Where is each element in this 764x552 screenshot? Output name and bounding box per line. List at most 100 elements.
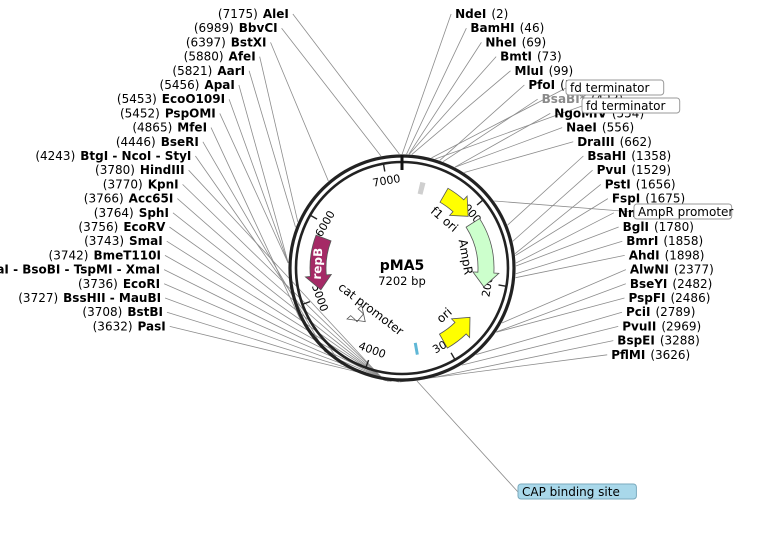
svg-text:BmrI(1858): BmrI (1858) [626, 234, 703, 248]
leader-line [202, 141, 326, 353]
site-position: (662) [620, 135, 652, 149]
svg-text:(3764)SphI: (3764) SphI [94, 206, 169, 220]
site-pvui: PvuI(1529) [597, 163, 672, 177]
leader-line [219, 113, 289, 264]
site-position: (1858) [663, 234, 703, 248]
leader-line [515, 198, 609, 256]
leader-line [515, 212, 615, 264]
site-position: (3632) [93, 319, 133, 333]
site-position: (2486) [670, 291, 710, 305]
enzyme-name: EcoRV [123, 220, 166, 234]
site-mlui: MluI(99) [515, 64, 574, 78]
site-position: (1358) [631, 149, 671, 163]
enzyme-name: PasI [138, 319, 166, 333]
feature-box-fd-terminator: fd terminator [581, 97, 681, 114]
svg-text:NaeI(556): NaeI(556) [566, 121, 634, 135]
enzyme-name: BbvCI [239, 21, 278, 35]
enzyme-name: BglI [623, 220, 649, 234]
enzyme-name: BmrI [626, 234, 658, 248]
svg-text:(3741)AvaI - BsoBI - TspMI - X: (3741)AvaI - BsoBI - TspMI - XmaI [0, 263, 160, 277]
site-position: (3736) [78, 277, 118, 291]
leader-line [431, 87, 567, 159]
enzyme-name: DraIII [577, 135, 614, 149]
svg-text:PspFI(2486): PspFI (2486) [629, 291, 711, 305]
site-bsahi: BsaHI(1358) [587, 149, 671, 163]
leader-line [476, 311, 623, 355]
enzyme-name: BstXI [231, 35, 267, 49]
enzyme-name: BseYI [630, 277, 668, 291]
site-sphi: (3764) SphI [94, 206, 169, 220]
svg-text:MluI(99): MluI(99) [515, 64, 574, 78]
leader-line [406, 28, 467, 155]
site-position: (3770) [103, 177, 143, 191]
tick-3000 [450, 352, 456, 361]
site-position: (6397) [186, 35, 226, 49]
site-bseyi: BseYI (2482) [630, 277, 713, 291]
ori-arrow [438, 316, 471, 349]
enzyme-name: PspFI [629, 291, 666, 305]
svg-text:(3727)BssHII - MauBI: (3727) BssHII - MauBI [18, 291, 161, 305]
site-acc65i: (3766)Acc65I [84, 192, 174, 206]
leader-line [248, 70, 296, 228]
svg-text:(5452)PspOMI: (5452)PspOMI [120, 106, 216, 120]
enzyme-name: BssHII - MauBI [63, 291, 161, 305]
site-position: (4446) [116, 135, 156, 149]
small-feature-marker [413, 342, 419, 355]
site-position: (3780) [95, 163, 135, 177]
small-feature-marker [419, 182, 426, 195]
leader-line [496, 297, 625, 333]
enzyme-name: BmeT110I [93, 248, 161, 262]
plasmid-backbone [288, 154, 516, 382]
site-bmti: BmtI(73) [500, 50, 561, 64]
leader-line [515, 226, 619, 267]
enzyme-name: MluI [515, 64, 544, 78]
small-feature-marker [417, 181, 424, 195]
svg-text:(4446)BseRI: (4446)BseRI [116, 135, 199, 149]
tick-7000 [382, 163, 386, 172]
leader-line [501, 269, 627, 324]
site-position: (2377) [674, 263, 714, 277]
site-ndei: NdeI(2) [455, 7, 508, 21]
repb-label: repB [310, 247, 326, 279]
site-position: (1675) [645, 192, 685, 206]
svg-text:(3756)EcoRV: (3756) EcoRV [78, 220, 166, 234]
site-position: (2482) [672, 277, 712, 291]
site-position: (3727) [18, 291, 58, 305]
site-fspi: FspI(1675) [612, 192, 685, 206]
site-position: (3764) [94, 206, 134, 220]
svg-text:(3770)KpnI: (3770)KpnI [103, 177, 179, 191]
leader-line [188, 169, 385, 381]
site-aari: (5821)AarI [172, 64, 245, 78]
box-background [517, 483, 637, 500]
site-position: (4865) [132, 121, 172, 135]
site-pasi: (3632) PasI [93, 319, 166, 333]
site-pspomi: (5452)PspOMI [120, 106, 216, 120]
leader-line [238, 84, 289, 263]
repb-arrow [304, 234, 333, 291]
svg-text:(6397)BstXI: (6397) BstXI [186, 35, 267, 49]
enzyme-name: PciI [626, 305, 651, 319]
site-bstbi: (3708)BstBI [82, 305, 163, 319]
site-position: (7175) [218, 7, 258, 21]
leader-lines [163, 13, 635, 493]
site-bamhi: BamHI(46) [470, 21, 544, 35]
site-pvuii: PvuII(2969) [622, 319, 701, 333]
site-position: (1898) [665, 248, 705, 262]
leader-line [399, 354, 608, 383]
enzyme-name: AhdI [629, 248, 660, 262]
enzyme-name: SphI [139, 206, 169, 220]
leader-line [408, 56, 497, 155]
enzyme-name: MfeI [177, 121, 207, 135]
svg-text:NheI(69): NheI(69) [485, 35, 546, 49]
site-position: (69) [522, 35, 547, 49]
enzyme-name: BmtI [500, 50, 532, 64]
enzyme-name: PvuI [597, 163, 627, 177]
leader-line [416, 380, 519, 493]
svg-text:BspEI(3288): BspEI(3288) [617, 334, 699, 348]
ampr-arrow [465, 217, 500, 288]
site-position: (3756) [78, 220, 118, 234]
svg-text:AlwNI(2377): AlwNI(2377) [630, 263, 714, 277]
cat-promoter-label: cat promoter [336, 280, 407, 338]
site-bseri: (4446)BseRI [116, 135, 199, 149]
site-position: (6989) [194, 21, 234, 35]
